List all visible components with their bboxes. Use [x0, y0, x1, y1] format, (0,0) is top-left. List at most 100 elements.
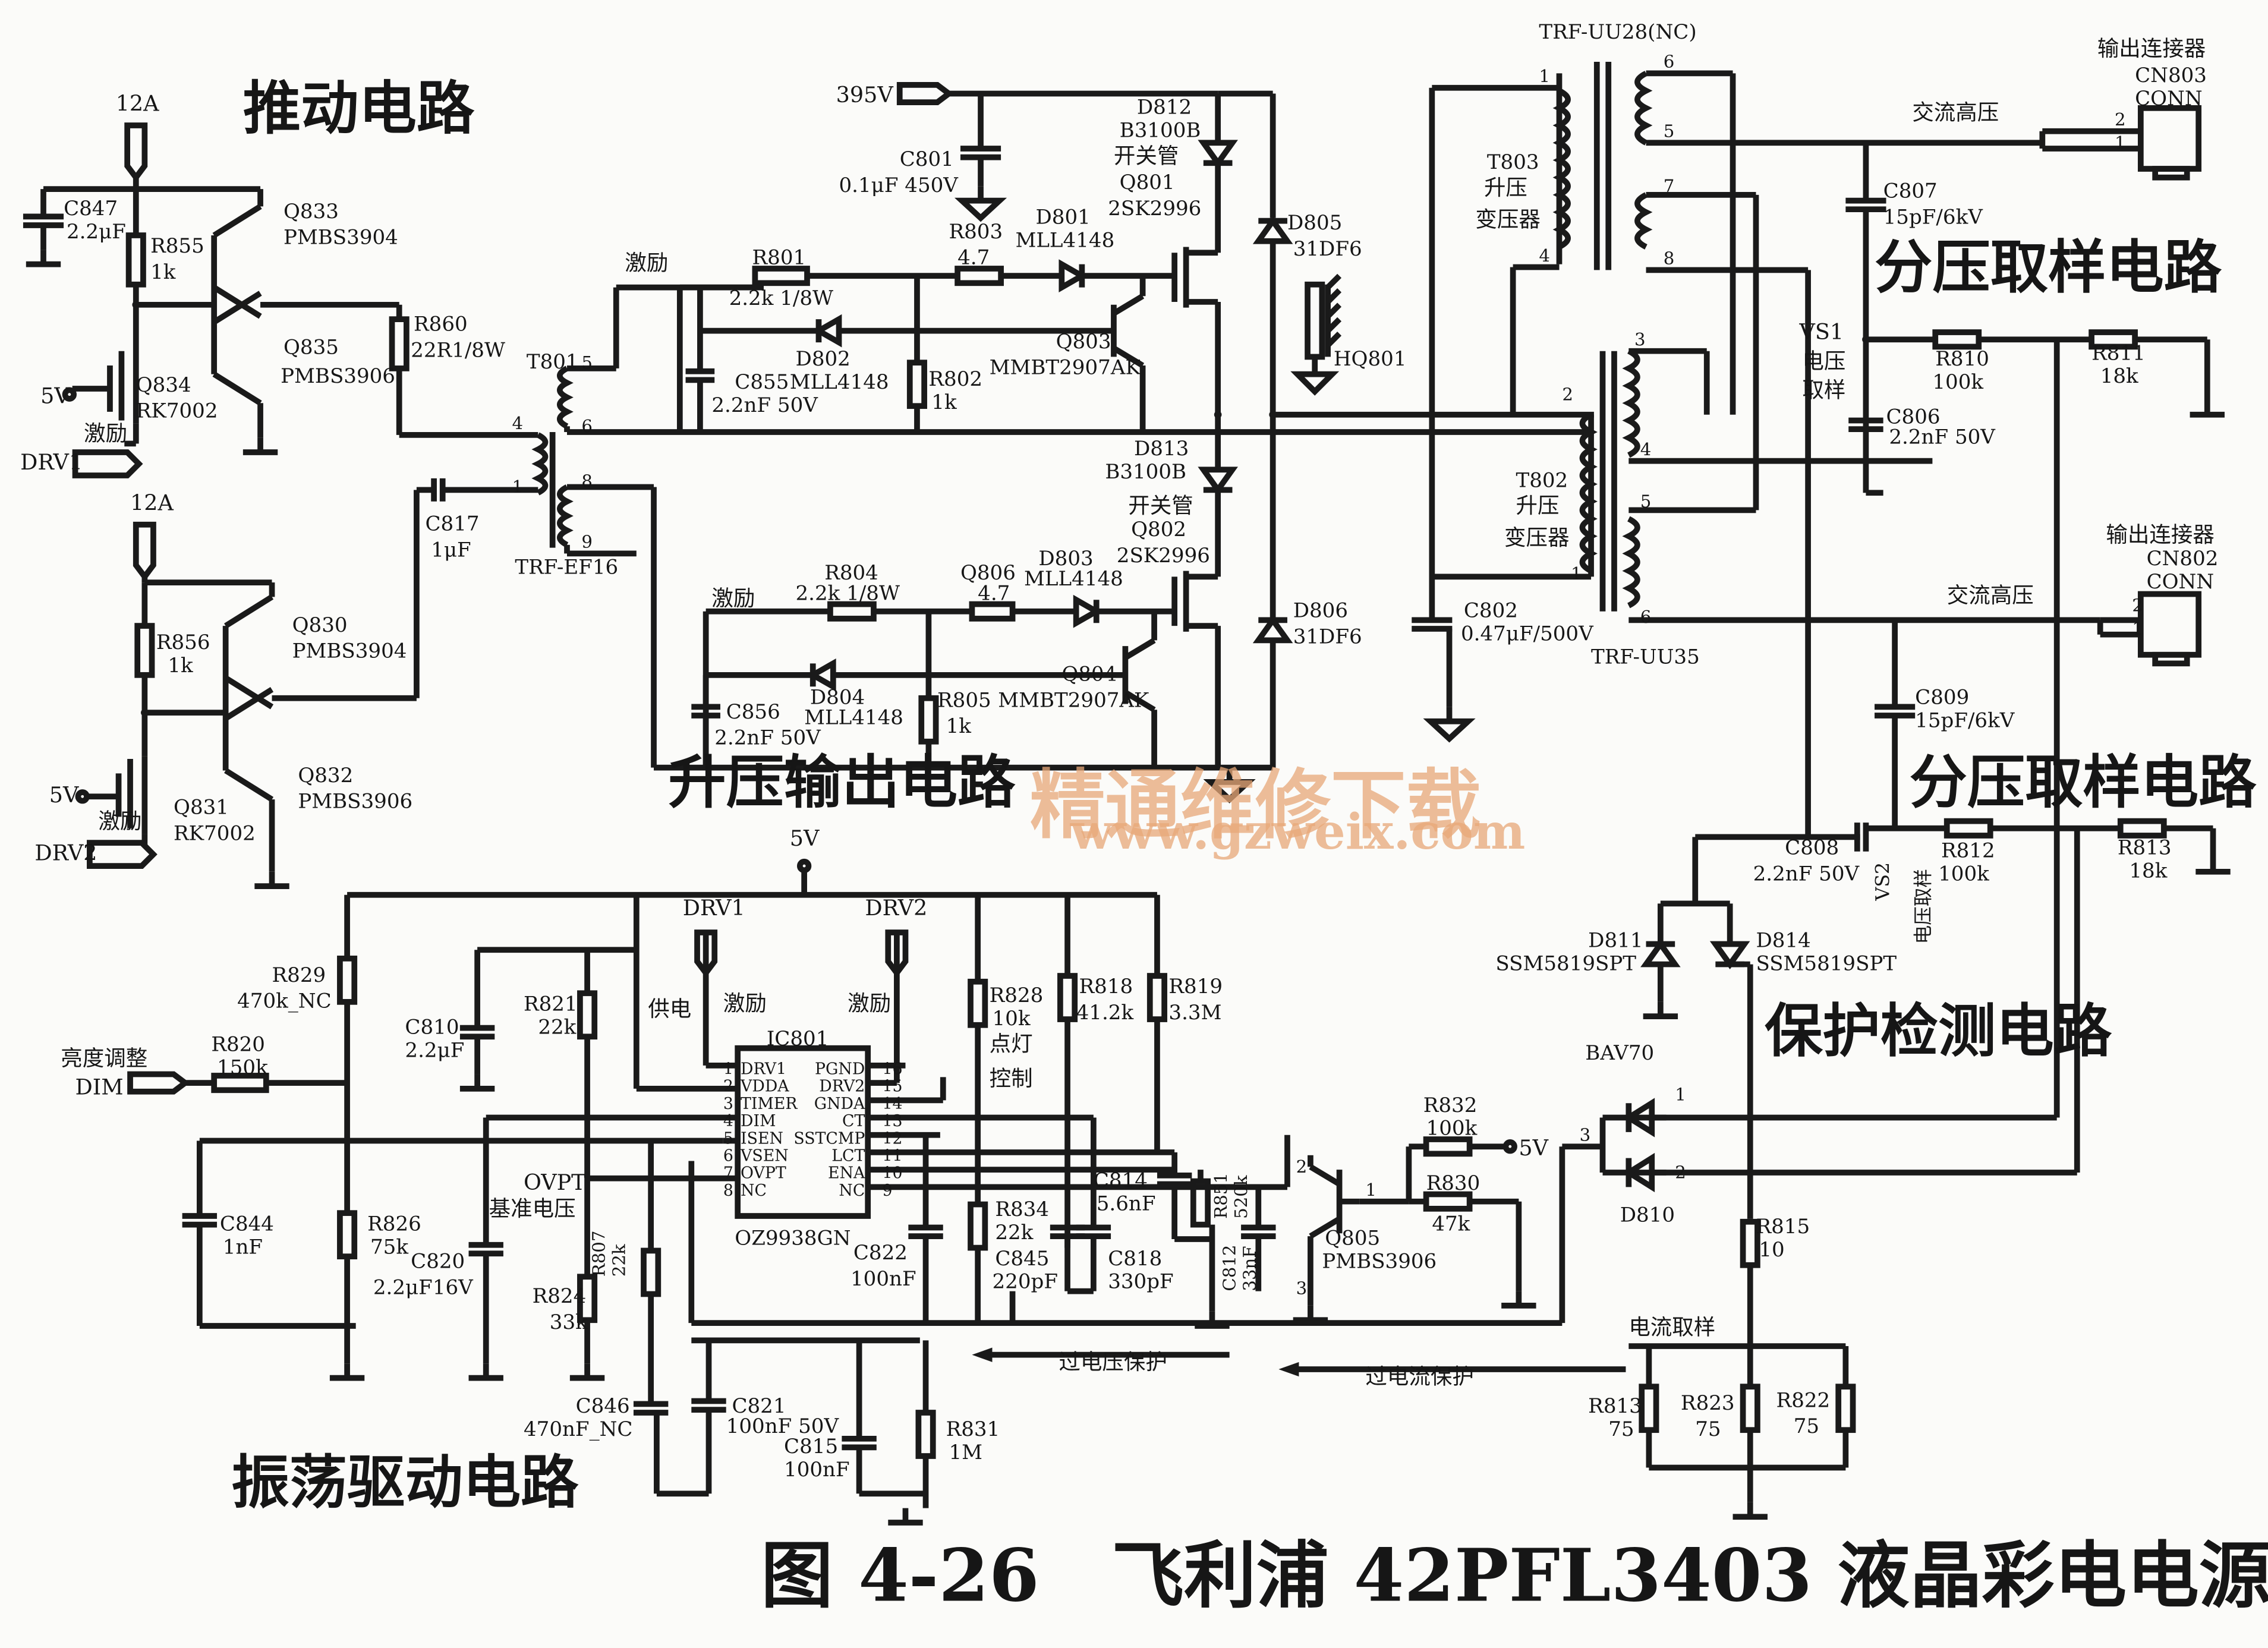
val-C845: 220pF [993, 1270, 1058, 1294]
ref-R855: R855 [150, 234, 204, 258]
ref-R828: R828 [990, 984, 1044, 1007]
ic801-pinnum-16: 16 [883, 1060, 903, 1079]
resistor-R855 [125, 232, 146, 288]
val-Q834: RK7002 [136, 399, 218, 423]
ref-R819: R819 [1168, 975, 1223, 998]
rail-5v-q831: 5V [49, 782, 79, 808]
figure-caption: 图 4-26 飞利浦 42PFL3403 液晶彩电电源板背光灯电路 [761, 1533, 2268, 1618]
ref-Q835: Q835 [284, 336, 339, 360]
ic801-pinnum-14: 14 [883, 1095, 903, 1113]
ref-R813b: R813 [1588, 1394, 1642, 1418]
pin-cn802-1: 1 [2132, 619, 2143, 639]
rail-12a-bottom [133, 521, 156, 582]
val-C855: 2.2nF 50V [711, 393, 818, 417]
ref-Q804: Q804 [1061, 663, 1117, 686]
connector-CN803 [2137, 105, 2202, 172]
ic801-pinnum-3: 3 [723, 1095, 733, 1113]
label-switch-1: 开关管 [1114, 143, 1179, 168]
val-R851: 520k [1231, 1175, 1251, 1219]
ref-Q834: Q834 [136, 373, 191, 397]
val-C808: 2.2nF 50V [1753, 862, 1860, 886]
pin-d810-3: 3 [1580, 1124, 1591, 1145]
val-R813a: 18k [2129, 859, 2167, 883]
watermark: 精通维修下载 www.gzweix.com [1030, 761, 1526, 861]
label-stepup-2a: 升压 [1516, 493, 1559, 518]
val-Q803: MMBT2907AK [990, 356, 1141, 380]
val-Q801: 2SK2996 [1108, 197, 1201, 220]
ic801-pinnum-13: 13 [883, 1112, 903, 1130]
val-D813: B3100B [1105, 460, 1186, 484]
watermark-text: 精通维修下载 [1030, 761, 1481, 849]
label-excite-2: 激励 [98, 808, 141, 834]
label-excite-1: 激励 [84, 421, 127, 446]
ic801-pinnum-7: 7 [723, 1164, 733, 1183]
ic801-pin-4: DIM [741, 1112, 776, 1130]
pin-t801-6: 6 [581, 416, 593, 436]
pin-t802-1: 1 [1571, 563, 1582, 584]
ref-R815: R815 [1756, 1215, 1810, 1239]
ref-R812: R812 [1941, 839, 1995, 862]
ref-R818: R818 [1079, 975, 1133, 998]
pin-t802-6: 6 [1640, 607, 1652, 627]
val-Q804: MMBT2907AK [998, 688, 1149, 712]
section-divider-1: 分压取样电路 [1875, 234, 2222, 301]
ref-Q802: Q802 [1131, 518, 1186, 541]
ref-C814: C814 [1094, 1168, 1148, 1192]
ref-D811: D811 [1588, 928, 1643, 952]
label-vsample-1a: 电压 [1802, 348, 1845, 374]
ref-T801: T801 [527, 350, 579, 374]
label-stepup-2b: 变压器 [1504, 525, 1569, 550]
ref-R831: R831 [946, 1417, 1000, 1441]
ic801-pin-3: TIMER [741, 1095, 798, 1113]
label-out-conn-1: 输出连接器 [2097, 36, 2206, 61]
watermark-url: www.gzweix.com [1070, 802, 1526, 861]
ic801-pinnum-6: 6 [723, 1147, 733, 1165]
val-R832: 100k [1426, 1117, 1478, 1140]
ic801-pinnum-8: 8 [723, 1181, 733, 1200]
val-R821: 22k [538, 1015, 576, 1039]
rail-395v-label: 395V [836, 82, 894, 108]
ref-D804: D804 [810, 686, 865, 710]
val-R822: 75 [1794, 1414, 1819, 1438]
val-R830: 47k [1432, 1212, 1470, 1236]
ref-Q806: Q806 [960, 561, 1016, 585]
ref-R829: R829 [272, 963, 326, 987]
pin-t802-5: 5 [1640, 491, 1652, 512]
ref-R803: R803 [949, 220, 1003, 244]
ref-R804: R804 [824, 561, 878, 585]
val-C822: 100nF [850, 1267, 916, 1291]
label-excite-6: 激励 [848, 990, 891, 1016]
pin-t803-7: 7 [1664, 176, 1675, 196]
ref-R807: R807 [588, 1231, 609, 1277]
ref-C817: C817 [426, 512, 480, 535]
ref-C844: C844 [220, 1212, 274, 1236]
rail-5v-label: 5V [790, 825, 820, 851]
val-C806: 2.2nF 50V [1889, 425, 1996, 449]
val-Q806: 4.7 [978, 581, 1010, 605]
ref-R813a: R813 [2118, 836, 2172, 860]
ref-Q833: Q833 [284, 200, 339, 223]
val-C847: 2.2μF [67, 220, 126, 244]
rail-5v-q834: 5V [40, 383, 70, 408]
ic801-pinnum-5: 5 [723, 1129, 733, 1148]
ic801-pin-6: VSEN [740, 1147, 789, 1165]
ref-C856: C856 [726, 700, 780, 724]
label-vs2: VS2 [1872, 862, 1894, 902]
section-drive: 推动电路 [243, 74, 475, 142]
label-vsample-1b: 取样 [1802, 377, 1845, 403]
ic801-pinnum-15: 15 [883, 1077, 903, 1096]
val-C802: 0.47μF/500V [1461, 622, 1594, 645]
ref-D813: D813 [1134, 437, 1189, 461]
section-divider-2: 分压取样电路 [1909, 748, 2257, 816]
ref-R856: R856 [156, 631, 210, 654]
label-ovp: 过电压保护 [1059, 1349, 1167, 1375]
val-Q835: PMBS3906 [281, 364, 395, 388]
label-drv1-ic: DRV1 [683, 895, 745, 921]
val-CN802: CONN [2147, 570, 2215, 594]
val-C815: 100nF [784, 1458, 850, 1482]
rail-12a-label-2: 12A [130, 490, 174, 515]
val-D803: MLL4148 [1024, 567, 1123, 591]
pin-t803-5: 5 [1664, 121, 1675, 141]
component-labels: C847 2.2μF R855 1k Q833 PMBS3904 Q835 PM… [64, 20, 2218, 1482]
ref-R805: R805 [937, 688, 991, 712]
